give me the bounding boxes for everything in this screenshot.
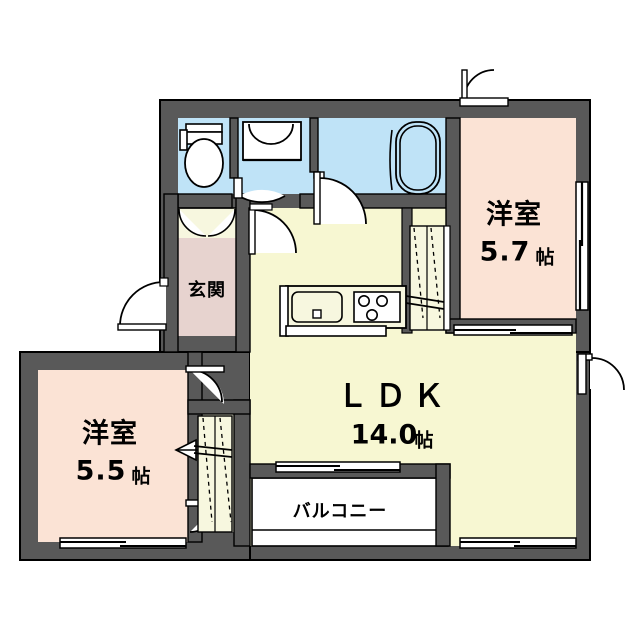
washbasin-icon	[242, 121, 302, 162]
bedroom-57-area-group: 5.7 帖	[480, 237, 555, 269]
ldk-bottom-window[interactable]	[459, 537, 577, 549]
swing-door-icon	[252, 209, 297, 254]
bedroom-57-unit: 帖	[535, 246, 554, 269]
room-floor-bedroom-57	[448, 118, 576, 333]
bedroom-55-name: 洋室	[82, 418, 138, 450]
room-labels: 洋室 5.7 帖 洋室 5.5 帖 ＬＤＫ 14.0 帖 玄関 バルコニー	[76, 199, 555, 523]
bedroom-55-area: 5.5	[76, 456, 127, 487]
room-floor-bedroom-55	[38, 370, 188, 542]
partition-washroom-bath	[309, 117, 319, 173]
genkan-name: 玄関	[188, 279, 226, 301]
ldk-unit: 帖	[414, 429, 433, 452]
swing-door-icon	[591, 357, 625, 391]
bedroom-55-area-group: 5.5 帖	[76, 456, 151, 488]
bedroom-55-door-top[interactable]	[185, 365, 225, 404]
double-door-icon-right	[207, 208, 236, 237]
swing-door-icon	[238, 195, 286, 203]
room-floor-ldk	[250, 194, 576, 546]
ldk-right-door[interactable]	[577, 353, 625, 395]
toilet-door[interactable]	[233, 177, 286, 203]
bedroom-55-window[interactable]	[59, 537, 187, 549]
partition-balcony-right	[435, 463, 451, 547]
partition-water-bottom-left	[177, 193, 233, 209]
partition-genkan-right	[235, 193, 251, 353]
swing-door-icon	[319, 177, 367, 225]
kitchen-front-edge	[285, 325, 387, 337]
ldk-balcony-window[interactable]	[275, 461, 401, 473]
kitchen-side-panel	[279, 285, 289, 337]
bathtub-icon	[389, 121, 441, 195]
kitchen-counter	[279, 285, 407, 337]
bath-door[interactable]	[313, 171, 367, 225]
closet-access-arrow	[174, 438, 200, 462]
balcony-name: バルコニー	[293, 501, 388, 522]
bedroom-57-area: 5.7	[480, 237, 531, 268]
ldk-area-group: 14.0 帖	[351, 420, 434, 452]
bedroom-57-door[interactable]	[459, 69, 509, 107]
stove-icon	[353, 291, 401, 323]
bedroom-55-closet-doors[interactable]	[193, 415, 233, 533]
bedroom-55-unit: 帖	[131, 465, 150, 488]
bedroom-57-bottom-window[interactable]	[453, 324, 573, 336]
partition-toilet-washroom	[229, 117, 239, 179]
ldk-name: ＬＤＫ	[337, 379, 451, 415]
genkan-closet-door[interactable]	[178, 208, 236, 237]
bedroom-57-name: 洋室	[486, 199, 542, 231]
bedroom-57-closet-doors[interactable]	[405, 225, 451, 331]
ldk-area: 14.0	[351, 420, 418, 451]
entry-door[interactable]	[117, 277, 169, 331]
partition-closet55-top	[187, 399, 251, 415]
swing-door-icon	[119, 281, 165, 327]
room-floor-genkan	[178, 238, 236, 336]
toilet-icon	[179, 123, 224, 188]
double-door-icon-left	[178, 208, 207, 237]
washroom-door[interactable]	[248, 203, 297, 255]
partition-closet55-right	[233, 399, 251, 547]
sink-icon	[291, 291, 343, 323]
partition-genkan-left	[163, 193, 179, 353]
bedroom-57-window[interactable]	[575, 181, 589, 311]
